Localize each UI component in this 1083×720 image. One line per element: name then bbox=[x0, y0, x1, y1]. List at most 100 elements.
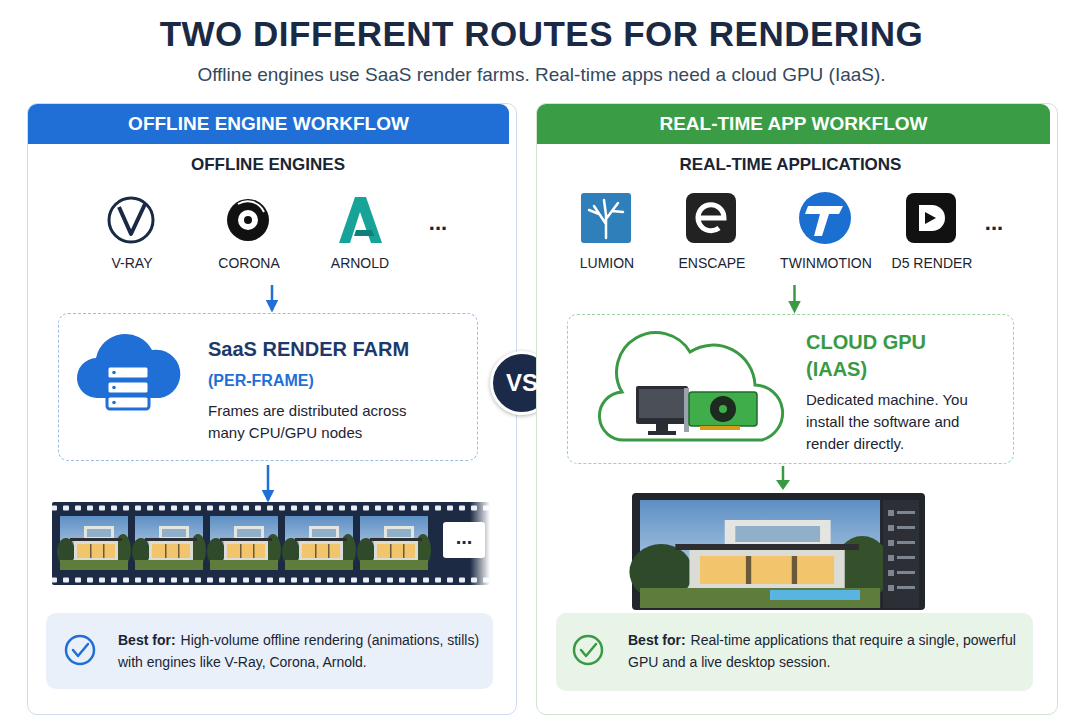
vs-badge: VS bbox=[490, 351, 554, 415]
caption-slot: Offline engines use SaaS render farms. R… bbox=[0, 64, 1083, 86]
server-led bbox=[112, 386, 116, 390]
render-view bbox=[629, 500, 890, 608]
box-body: Frames are distributed across many CPU/G… bbox=[208, 400, 443, 444]
text-slot: TWINMOTION bbox=[771, 255, 881, 271]
arrow-shaft bbox=[782, 466, 785, 481]
check-mark bbox=[581, 644, 596, 656]
text-slot: ENSCAPE bbox=[667, 255, 757, 271]
film-frame bbox=[132, 516, 206, 570]
cloud-shape bbox=[77, 334, 180, 398]
text-slot: Dedicated machine. You install the softw… bbox=[806, 389, 1006, 455]
gpu-card bbox=[689, 392, 757, 426]
app-label: ENSCAPE bbox=[667, 255, 757, 271]
server-unit bbox=[107, 366, 149, 379]
text-slot: OFFLINE ENGINES bbox=[58, 155, 478, 175]
ellipsis: ... bbox=[443, 522, 485, 558]
arnold-logo bbox=[339, 197, 382, 243]
panel-icon bbox=[888, 510, 894, 516]
text-slot: V-RAY bbox=[82, 255, 182, 271]
text-slot: ... bbox=[408, 210, 468, 236]
monitor-stand bbox=[656, 424, 668, 432]
section-heading: OFFLINE ENGINES bbox=[58, 155, 478, 175]
vs-label: VS bbox=[493, 354, 551, 412]
text-slot: ... bbox=[979, 210, 1009, 236]
text-slot: Frames are distributed across many CPU/G… bbox=[208, 400, 443, 444]
panel-icon bbox=[888, 570, 894, 576]
text-slot: D5 RENDER bbox=[877, 255, 987, 271]
text-slot: ... bbox=[443, 522, 485, 558]
lumion-tile bbox=[581, 193, 631, 243]
best-for-label: Best for: bbox=[118, 632, 176, 648]
enscape-mark bbox=[698, 205, 724, 231]
film-frame bbox=[282, 516, 356, 570]
engine-label: ARNOLD bbox=[310, 255, 410, 271]
cloud-outline bbox=[599, 333, 782, 440]
panel-line bbox=[897, 526, 915, 529]
panel-header: OFFLINE ENGINE WORKFLOW bbox=[28, 104, 509, 144]
d5-notch bbox=[925, 212, 936, 224]
text-slot: Best for:High-volume offline rendering (… bbox=[118, 629, 483, 673]
corona-hole bbox=[238, 210, 258, 230]
server-led bbox=[112, 401, 116, 405]
ellipsis: ... bbox=[408, 210, 468, 236]
arnold-bar bbox=[354, 230, 374, 236]
panel-line bbox=[897, 556, 915, 559]
panel-line bbox=[897, 511, 915, 514]
diagram-caption: Offline engines use SaaS render farms. R… bbox=[197, 64, 885, 85]
ellipsis: ... bbox=[979, 210, 1009, 236]
check-mark bbox=[73, 644, 88, 656]
panel-icon bbox=[888, 540, 894, 546]
film-fade bbox=[470, 502, 490, 585]
film-base bbox=[52, 502, 490, 585]
text-slot: CLOUD GPU (IAAS) bbox=[806, 329, 956, 383]
side-panel bbox=[883, 500, 919, 608]
arrow-head bbox=[776, 480, 790, 490]
text-slot: VS bbox=[493, 354, 551, 412]
best-for-box: Best for:Real-time applications that req… bbox=[556, 613, 1033, 691]
enscape-tile bbox=[686, 193, 736, 243]
film-frame bbox=[207, 516, 281, 570]
panel-header: REAL-TIME APP WORKFLOW bbox=[537, 104, 1050, 144]
panel-icon bbox=[888, 555, 894, 561]
desktop-session bbox=[629, 493, 925, 610]
panel-line bbox=[897, 541, 915, 544]
vray-ring bbox=[109, 198, 153, 242]
best-for-box: Best for:High-volume offline rendering (… bbox=[46, 613, 493, 689]
twinmotion-mark bbox=[805, 206, 843, 236]
server-unit bbox=[107, 396, 149, 409]
lumion-logo bbox=[581, 193, 631, 243]
text-slot: Best for:Real-time applications that req… bbox=[628, 629, 1018, 673]
check-ring bbox=[574, 636, 602, 664]
twinmotion-logo bbox=[799, 192, 851, 244]
text-slot: REAL-TIME APPLICATIONS bbox=[567, 155, 1014, 175]
cloud-gpu-icon bbox=[599, 333, 782, 440]
section-heading: REAL-TIME APPLICATIONS bbox=[567, 155, 1014, 175]
engine-label: V-RAY bbox=[82, 255, 182, 271]
app-label: D5 RENDER bbox=[877, 255, 987, 271]
pool bbox=[770, 590, 860, 600]
flow-connector bbox=[271, 285, 274, 310]
text-slot: REAL-TIME APP WORKFLOW bbox=[537, 104, 1050, 144]
monitor-screen bbox=[639, 389, 685, 418]
text-slot: ARNOLD bbox=[310, 255, 410, 271]
diagram-title: TWO DIFFERENT ROUTES FOR RENDERING bbox=[160, 14, 924, 53]
box-subtitle: (PER-FRAME) bbox=[208, 372, 468, 390]
text-slot: OFFLINE ENGINE WORKFLOW bbox=[28, 104, 509, 144]
corona-core bbox=[244, 216, 252, 224]
flow-connector bbox=[793, 285, 796, 311]
film-strip-art bbox=[52, 502, 490, 585]
workflow-panel: OFFLINE ENGINE WORKFLOW OFFLINE ENGINES V-… bbox=[27, 103, 517, 715]
best-for-label: Best for: bbox=[628, 632, 686, 648]
arnold-mark bbox=[339, 197, 382, 243]
gpu-fan-hub bbox=[719, 405, 727, 413]
monitor-base bbox=[648, 431, 676, 435]
vray-logo bbox=[109, 198, 153, 242]
flow-connector bbox=[267, 465, 270, 500]
text-slot: CORONA bbox=[199, 255, 299, 271]
sprocket-row bbox=[52, 576, 490, 584]
app-label: TWINMOTION bbox=[771, 255, 881, 271]
film-frame bbox=[357, 516, 431, 570]
sprocket-row bbox=[52, 504, 490, 512]
panel-icon bbox=[888, 585, 894, 591]
server-unit bbox=[107, 381, 149, 394]
